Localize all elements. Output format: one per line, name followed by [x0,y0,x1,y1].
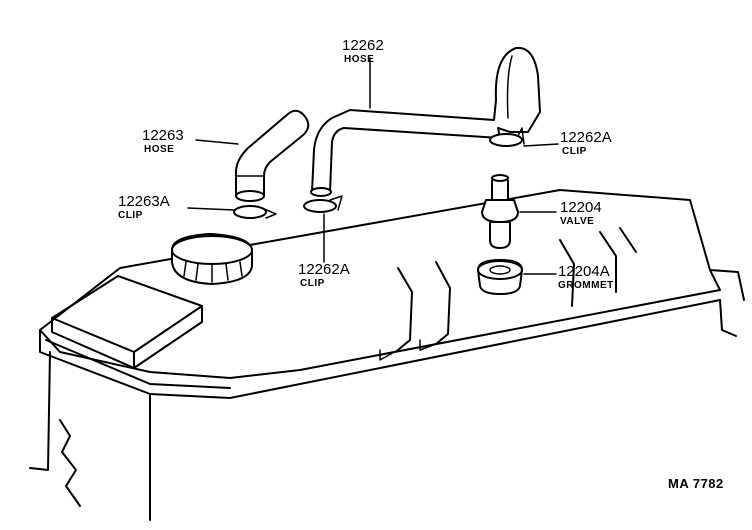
label-12263a-name: CLIP [118,210,143,221]
oil-filler-cap [171,233,253,285]
label-12262-name: HOSE [344,54,374,65]
clip-12262a-bottom [303,195,343,213]
label-12263-name: HOSE [144,144,174,155]
label-12204a-number: 12204A [558,263,610,280]
hose-12262 [310,46,541,197]
grommet-12204a [477,259,523,295]
figure-reference: MA 7782 [668,476,724,491]
label-12262a-bottom-name: CLIP [300,278,325,289]
label-12263-number: 12263 [142,127,184,144]
pcv-valve-12204 [481,174,519,249]
label-12262a-top-name: CLIP [562,146,587,157]
clip-12262a-top [489,127,525,147]
cylinder-head-cover [29,189,745,521]
label-12262a-bottom-number: 12262A [298,261,350,278]
hose-12263 [235,109,310,202]
label-12204-name: VALVE [560,216,594,227]
label-12263a-number: 12263A [118,193,170,210]
leader-lines [187,57,559,275]
label-12204-number: 12204 [560,199,602,216]
clip-12263a [233,205,277,219]
label-12262a-top-number: 12262A [560,129,612,146]
label-12204a-name: GROMMET [558,280,614,291]
label-12262-number: 12262 [342,37,384,54]
